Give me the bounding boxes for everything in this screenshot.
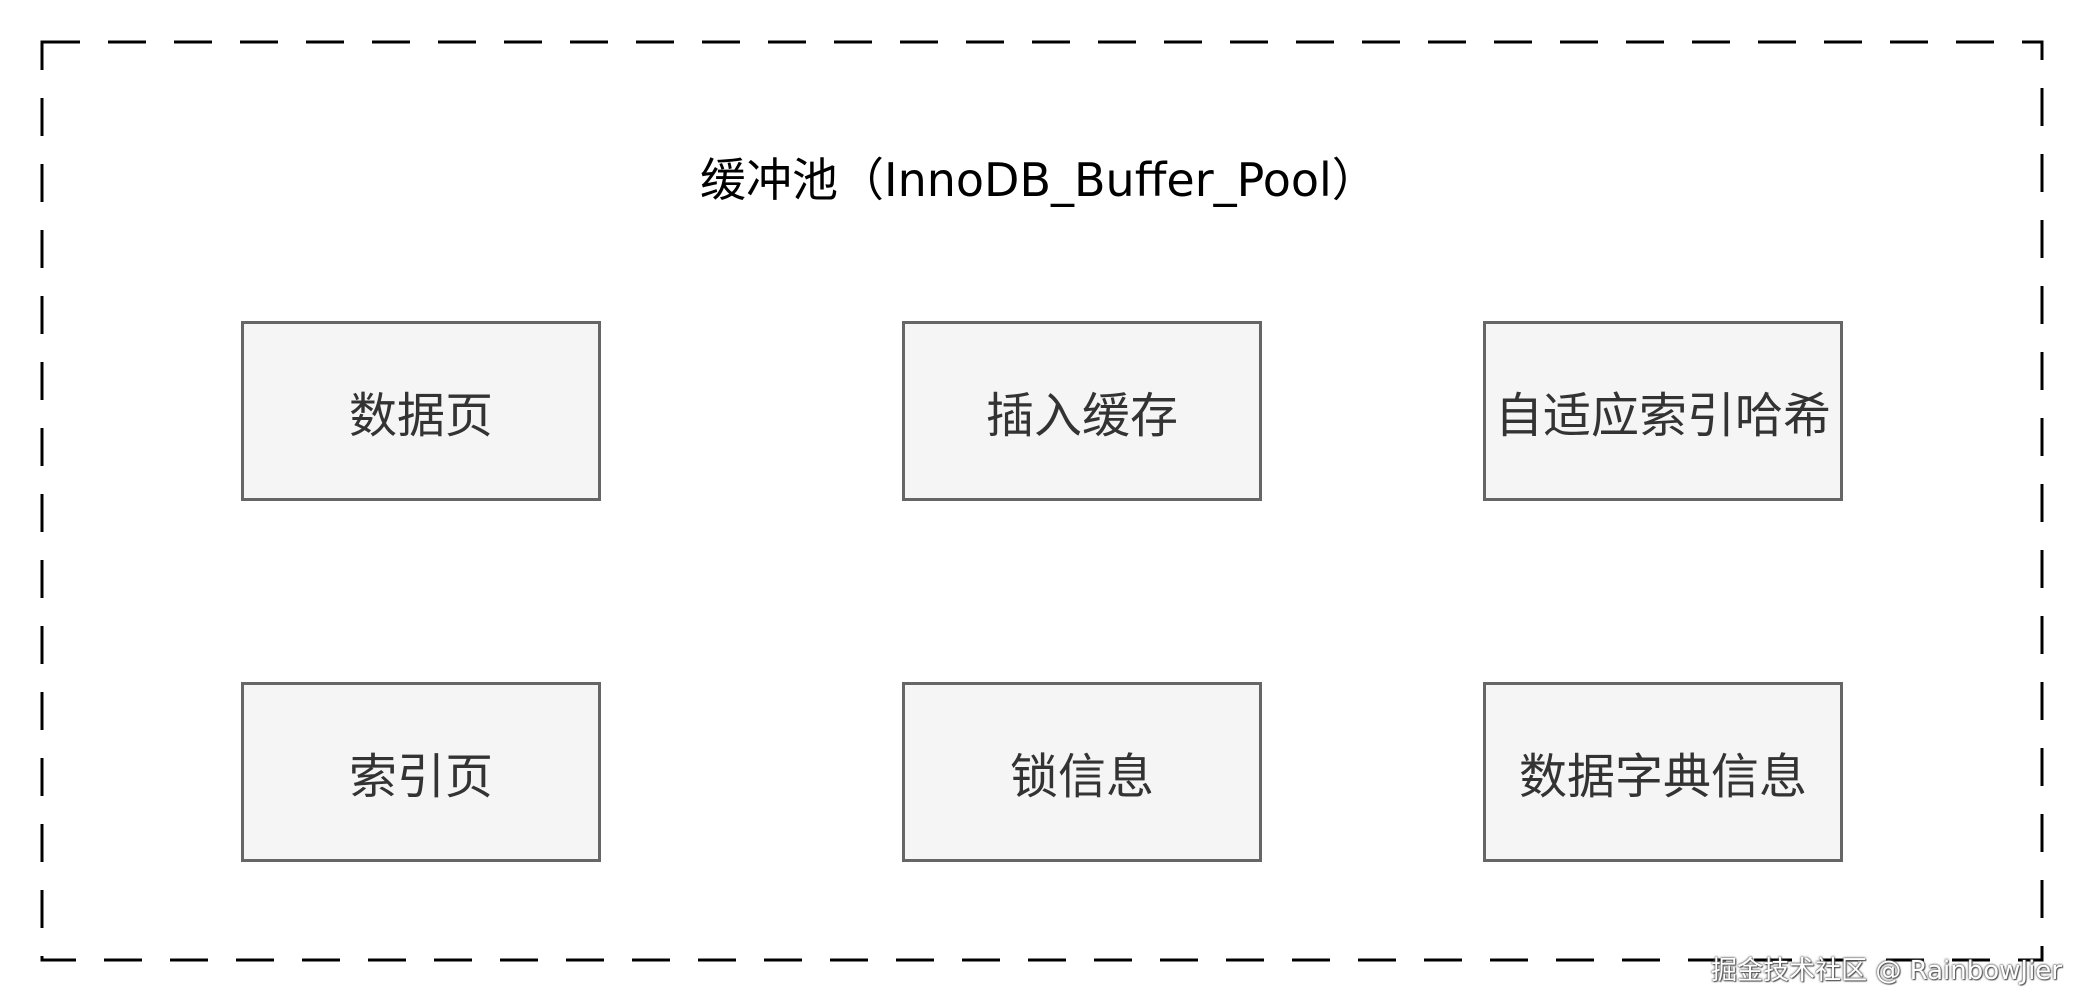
pool-title-row: 缓冲池（InnoDB_Buffer_Pool）: [0, 148, 2084, 212]
component-label: 插入缓存: [985, 388, 1178, 444]
component-label: 自适应索引哈希: [1494, 388, 1831, 444]
component-data-dictionary: 数据字典信息: [1483, 682, 1843, 862]
dashed-boundary: [40, 40, 2044, 962]
component-label: 数据页: [348, 388, 493, 444]
watermark: 掘金技术社区 @ RainbowJier: [1711, 956, 2062, 986]
component-label: 锁信息: [1009, 749, 1154, 805]
component-insert-buffer: 插入缓存: [902, 321, 1262, 501]
pool-title: 缓冲池（InnoDB_Buffer_Pool）: [700, 153, 1378, 207]
component-label: 数据字典信息: [1518, 749, 1807, 805]
component-adaptive-hash-index: 自适应索引哈希: [1483, 321, 1843, 501]
component-index-page: 索引页: [241, 682, 601, 862]
component-lock-info: 锁信息: [902, 682, 1262, 862]
component-label: 索引页: [348, 749, 493, 805]
component-data-page: 数据页: [241, 321, 601, 501]
